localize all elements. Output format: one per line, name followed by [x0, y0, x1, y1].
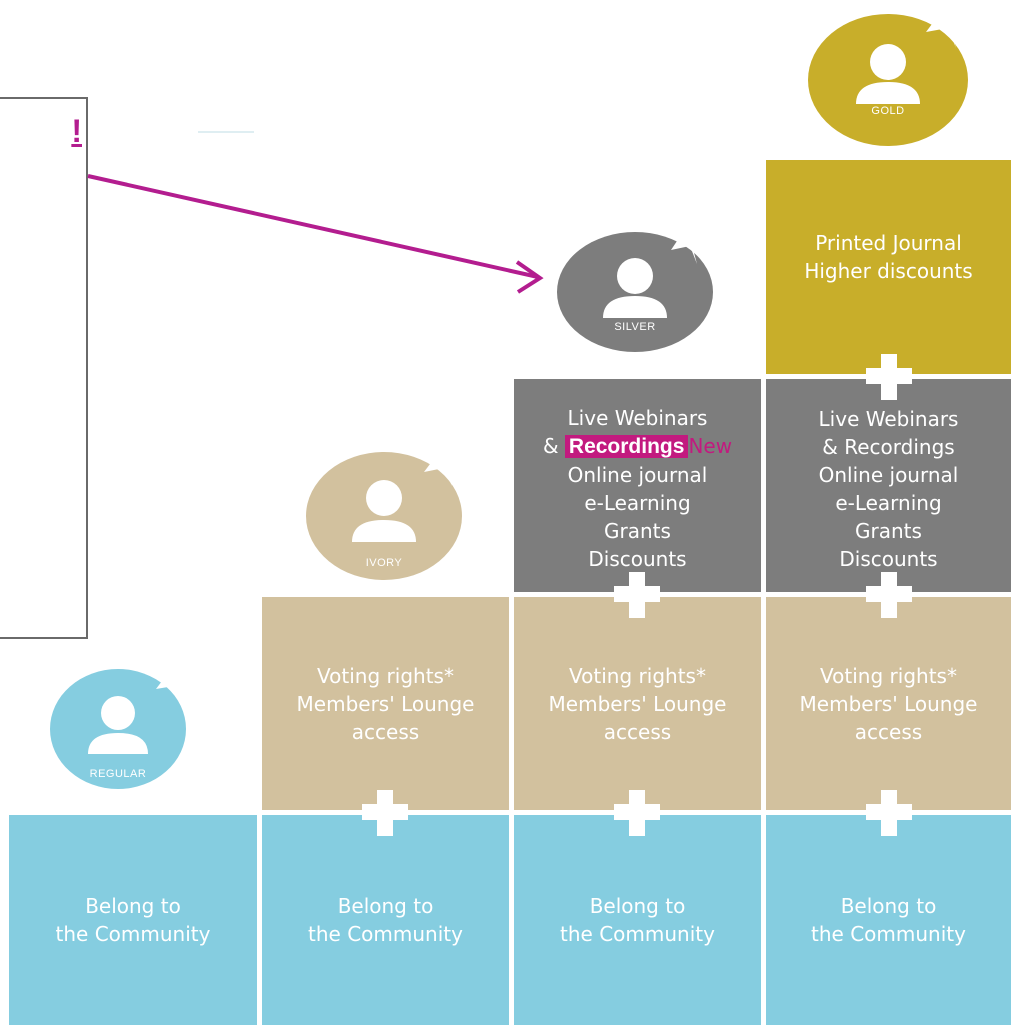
- ivory-community-box: Belong to the Community: [262, 815, 509, 1025]
- regular-community-box: Belong to the Community: [9, 815, 257, 1025]
- community-line-1: Belong to: [337, 894, 434, 918]
- silver-badge-icon: SILVER: [557, 226, 713, 352]
- gold-journal-box: Printed Journal Higher discounts: [766, 160, 1011, 374]
- community-line-2: the Community: [55, 922, 211, 946]
- journal-line-1: Printed Journal: [815, 231, 962, 255]
- regular-badge-label: REGULAR: [90, 768, 147, 780]
- webinars-line-4: e-Learning: [835, 490, 942, 515]
- plus-icon: [614, 790, 660, 836]
- webinars-line-6: Discounts: [839, 546, 938, 571]
- gold-webinars-box: Live Webinars & Recordings Online journa…: [766, 379, 1011, 592]
- community-line-2: the Community: [308, 922, 463, 946]
- gold-voting-box: Voting rights* Members' Lounge access: [766, 597, 1011, 810]
- voting-line-3: access: [603, 719, 672, 744]
- gold-badge-label: GOLD: [871, 105, 904, 117]
- community-line-1: Belong to: [85, 894, 181, 918]
- webinars-line-3: Online journal: [818, 462, 959, 487]
- community-line-2: the Community: [560, 922, 715, 946]
- ivory-badge-label: IVORY: [366, 557, 403, 569]
- ivory-voting-box: Voting rights* Members' Lounge access: [262, 597, 509, 810]
- voting-line-1: Voting rights*: [569, 663, 706, 688]
- webinars-line-6: Discounts: [588, 547, 687, 571]
- webinars-line-5: Grants: [604, 519, 671, 543]
- new-tag: New: [688, 434, 733, 458]
- callout-text: !: [71, 113, 82, 149]
- ivory-badge-icon: IVORY: [306, 448, 462, 580]
- voting-line-3: access: [351, 719, 420, 744]
- voting-line-2: Members' Lounge: [296, 691, 475, 716]
- voting-line-2: Members' Lounge: [548, 691, 727, 716]
- voting-line-3: access: [854, 719, 923, 744]
- community-line-1: Belong to: [840, 894, 937, 918]
- recordings-highlight: Recordings: [564, 435, 689, 458]
- gold-badge-icon: GOLD: [808, 8, 968, 146]
- webinars-line-2: & Recordings: [822, 434, 955, 459]
- webinars-line-5: Grants: [855, 518, 922, 543]
- plus-icon: [362, 790, 408, 836]
- webinars-line-4: e-Learning: [584, 491, 691, 515]
- webinars-line-1: Live Webinars: [818, 406, 959, 431]
- silver-badge-label: SILVER: [614, 321, 655, 333]
- voting-line-2: Members' Lounge: [799, 691, 978, 716]
- gold-community-box: Belong to the Community: [766, 815, 1011, 1025]
- community-line-1: Belong to: [589, 894, 686, 918]
- voting-line-1: Voting rights*: [317, 663, 454, 688]
- webinars-line-1: Live Webinars: [567, 406, 708, 430]
- webinars-line-3: Online journal: [567, 463, 708, 487]
- voting-line-1: Voting rights*: [820, 663, 957, 688]
- ampersand: &: [542, 434, 559, 458]
- regular-badge-icon: REGULAR: [50, 669, 186, 789]
- journal-line-2: Higher discounts: [804, 259, 973, 283]
- community-line-2: the Community: [811, 922, 966, 946]
- plus-icon: [866, 572, 912, 618]
- silver-voting-box: Voting rights* Members' Lounge access: [514, 597, 761, 810]
- plus-icon: [866, 354, 912, 400]
- faint-divider: [198, 131, 254, 133]
- plus-icon: [614, 572, 660, 618]
- plus-icon: [866, 790, 912, 836]
- callout-box: !: [0, 97, 88, 639]
- silver-community-box: Belong to the Community: [514, 815, 761, 1025]
